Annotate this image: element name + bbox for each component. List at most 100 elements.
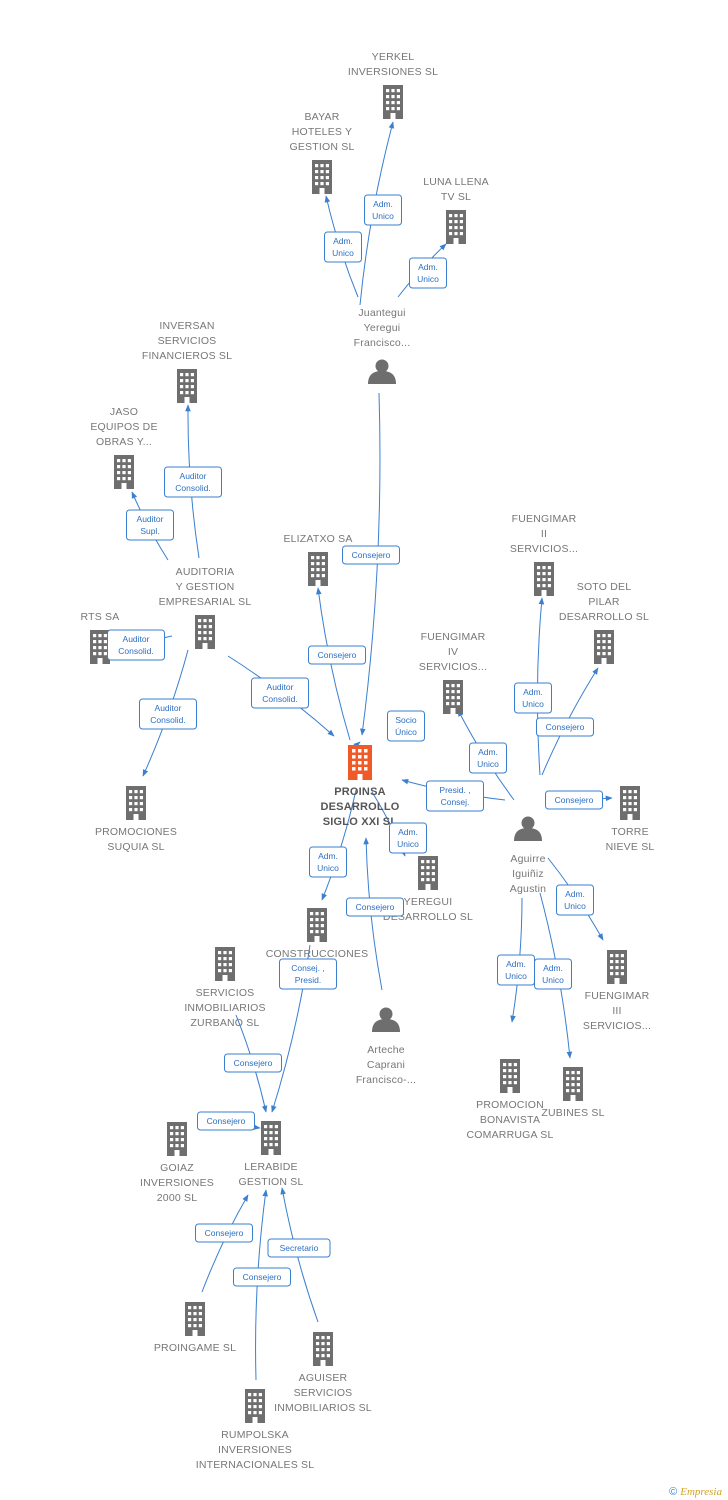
edge-label-servicios_zurbano-to-lerabide[interactable]: Consejero	[224, 1053, 282, 1073]
node-arteche[interactable]: ArtecheCapraniFrancisco-...	[356, 1007, 416, 1087]
edge-label-rumpolska-to-lerabide[interactable]: Consejero	[233, 1267, 291, 1287]
node-label: INVERSAN	[159, 320, 214, 332]
node-label: SERVICIOS	[294, 1387, 353, 1399]
building-icon	[607, 950, 627, 984]
node-label: RUMPOLSKA	[221, 1429, 289, 1441]
footer-brand: ©Empresia	[669, 1486, 722, 1498]
node-juantegui[interactable]: JuanteguiYereguiFrancisco...	[354, 307, 411, 384]
node-fuengimar2[interactable]: FUENGIMARIISERVICIOS...	[510, 513, 578, 596]
edge-label-text: Consejero	[243, 1272, 282, 1282]
node-label: TORRE	[611, 826, 649, 838]
edge-label-text: Consejero	[546, 722, 585, 732]
edge-label-text: Unico	[477, 759, 499, 769]
building-icon	[215, 947, 235, 981]
edge-label-juantegui-to-bayar[interactable]: Adm.Unico	[324, 231, 362, 263]
edge-proingame-to-lerabide	[201, 1194, 249, 1293]
edge-label-aguirre-to-promocion_bonavista[interactable]: Adm.Unico	[497, 954, 535, 986]
edge-label-text: Auditor	[267, 682, 294, 692]
edge-label-aguiser-to-lerabide[interactable]: Secretario	[267, 1238, 331, 1258]
node-label: AGUISER	[299, 1372, 348, 1384]
node-yerkel[interactable]: YERKEL INVERSIONES SL	[348, 51, 438, 119]
node-label: INVERSIONES	[140, 1177, 214, 1189]
edge-label-aguirre-to-fuengimar2[interactable]: Adm.Unico	[514, 682, 552, 714]
edge-label-text: Unico	[332, 248, 354, 258]
edge-label-juantegui-to-luna[interactable]: Adm.Unico	[409, 257, 447, 289]
node-auditoria[interactable]: AUDITORIA Y GESTION EMPRESARIAL SL	[159, 566, 252, 649]
node-label: Aguirre	[510, 853, 545, 865]
building-icon	[195, 615, 215, 649]
edge-label-construcciones-to-lerabide[interactable]: Consej. ,Presid.	[279, 958, 337, 990]
edge-label-juantegui-to-proinsa[interactable]: Consejero	[342, 545, 400, 565]
edge-label-proingame-to-lerabide[interactable]: Consejero	[195, 1223, 253, 1243]
node-fuengimar3[interactable]: FUENGIMARIIISERVICIOS...	[583, 950, 651, 1032]
node-label: EMPRESARIAL SL	[159, 596, 252, 608]
edge-label-aguirre-to-fuengimar3[interactable]: Adm.Unico	[556, 884, 594, 916]
node-label: YERKEL	[372, 51, 415, 63]
building-icon	[348, 745, 372, 780]
edge-label-proinsa-to-elizatxo[interactable]: Consejero	[308, 645, 366, 665]
edge-label-text: Consolid.	[262, 694, 297, 704]
node-elizatxo[interactable]: ELIZATXO SA	[283, 533, 352, 586]
node-label: SOTO DEL	[577, 581, 632, 593]
node-label: ELIZATXO SA	[283, 533, 352, 545]
edge-label-aguirre-to-soto[interactable]: Consejero	[536, 717, 594, 737]
edge-label-aguirre-to-proinsa[interactable]: Presid. ,Consej.	[426, 780, 484, 812]
edge-label-aguirre-to-fuengimar4[interactable]: Adm.Unico	[469, 742, 507, 774]
building-icon	[446, 210, 466, 244]
edge-label-aguirre-to-zubines[interactable]: Adm.Unico	[534, 958, 572, 990]
node-label: SERVICIOS	[196, 987, 255, 999]
edge-label-juantegui-to-yerkel[interactable]: Adm.Unico	[364, 194, 402, 226]
node-label: INVERSIONES SL	[348, 66, 438, 78]
edge-label-text: Auditor	[155, 703, 182, 713]
edge-label-text: Unico	[522, 699, 544, 709]
edge-label-text: Consejero	[234, 1058, 273, 1068]
edge-label-text: Unico	[542, 975, 564, 985]
node-label: COMARRUGA SL	[467, 1129, 554, 1141]
node-fuengimar4[interactable]: FUENGIMARIVSERVICIOS...	[419, 631, 487, 714]
building-icon	[443, 680, 463, 714]
node-label: FUENGIMAR	[512, 513, 577, 525]
edge-label-aguirre-to-torre[interactable]: Consejero	[545, 790, 603, 810]
edge-label-text: Consolid.	[175, 483, 210, 493]
node-proingame[interactable]: PROINGAME SL	[154, 1302, 236, 1354]
node-rts[interactable]: RTS SA	[81, 611, 120, 664]
node-label: Y GESTION	[176, 581, 235, 593]
node-label: SERVICIOS...	[510, 543, 578, 555]
edge-label-arteche-to-proinsa[interactable]: Consejero	[346, 897, 404, 917]
building-icon	[126, 786, 146, 820]
edge-label-text: Adm.	[565, 889, 585, 899]
edge-label-goiaz-to-lerabide[interactable]: Consejero	[197, 1111, 255, 1131]
node-label: Agustin	[510, 883, 546, 895]
node-label: SERVICIOS...	[583, 1020, 651, 1032]
node-zubines[interactable]: ZUBINES SL	[541, 1067, 604, 1119]
node-label: INVERSIONES	[218, 1444, 292, 1456]
edge-label-proinsa-to-construcciones[interactable]: Adm.Unico	[309, 846, 347, 878]
node-label: INTERNACIONALES SL	[196, 1459, 315, 1471]
node-rumpolska[interactable]: RUMPOLSKA INVERSIONES INTERNACIONALES SL	[196, 1389, 315, 1471]
node-label: AUDITORIA	[176, 566, 235, 578]
building-icon	[245, 1389, 265, 1423]
edge-label-proinsa-to-yeregui[interactable]: Adm.Unico	[389, 822, 427, 854]
node-label: Caprani	[367, 1059, 405, 1071]
